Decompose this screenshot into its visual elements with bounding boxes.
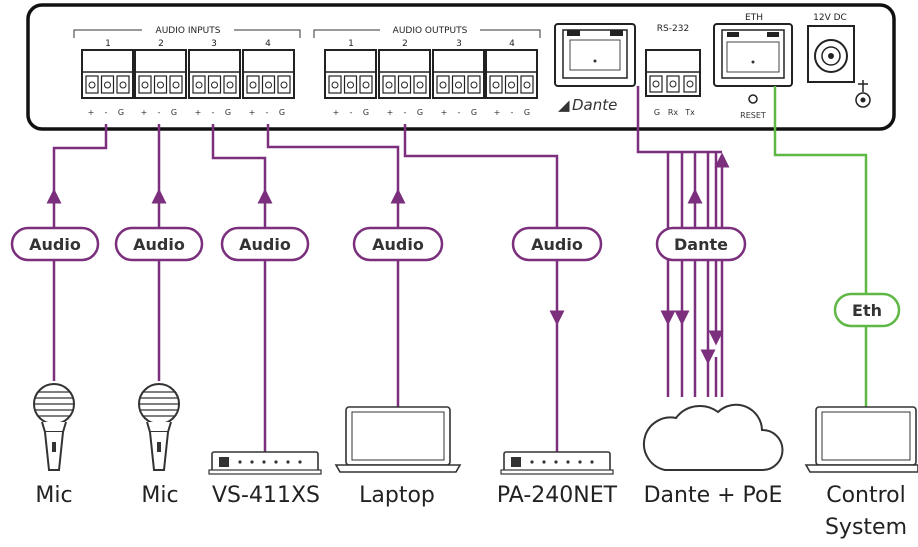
label-laptop: Laptop — [359, 483, 435, 508]
audio-output-terminal-2 — [378, 49, 431, 99]
svg-text:Rx: Rx — [668, 108, 679, 117]
device-rear-panel: AUDIO INPUTS AUDIO OUTPUTS 1 2 3 4 1 2 3… — [26, 3, 896, 131]
pill-eth: Eth — [833, 292, 901, 328]
svg-text:-: - — [458, 108, 461, 117]
dante-logo: ◢ Dante — [558, 96, 617, 114]
audio-input-terminal-1 — [81, 49, 134, 99]
audio-input-terminal-4 — [242, 49, 295, 99]
svg-text:G: G — [363, 108, 369, 117]
pill-audio-5: Audio — [511, 226, 603, 262]
svg-text:+: + — [141, 108, 148, 117]
input-number-2: 2 — [158, 39, 164, 49]
output-number-2: 2 — [402, 39, 408, 49]
pill-dante: Dante — [655, 226, 747, 262]
pill-audio-4: Audio — [352, 226, 444, 262]
audio-outputs-bracket: AUDIO OUTPUTS — [313, 26, 541, 38]
audio-output-terminal-4 — [485, 49, 538, 99]
svg-text:-: - — [404, 108, 407, 117]
svg-text:-: - — [266, 108, 269, 117]
audio-input-terminals — [81, 49, 295, 99]
input-number-4: 4 — [265, 39, 271, 49]
svg-text:Audio: Audio — [239, 235, 291, 254]
input-number-3: 3 — [211, 39, 217, 49]
pill-audio-1: Audio — [10, 226, 100, 262]
dante-logo-mark: ◢ — [558, 96, 570, 114]
pill-audio-3: Audio — [220, 226, 310, 262]
svg-text:G: G — [524, 108, 530, 117]
svg-text:G: G — [471, 108, 477, 117]
svg-text:G: G — [279, 108, 285, 117]
svg-text:-: - — [511, 108, 514, 117]
rs232-port: RS-232 G Rx Tx — [645, 24, 701, 117]
pill-audio-2: Audio — [114, 226, 204, 262]
svg-text:+: + — [494, 108, 501, 117]
svg-text:+: + — [88, 108, 95, 117]
input-number-1: 1 — [105, 39, 111, 49]
reset-label: RESET — [740, 111, 766, 120]
label-system: System — [825, 515, 907, 540]
pa240net-device-icon — [500, 451, 614, 475]
audio-input-terminal-3 — [188, 49, 241, 99]
audio-input-terminal-2 — [134, 49, 187, 99]
label-vs411xs: VS-411XS — [212, 483, 320, 508]
dante-logo-text: Dante — [572, 96, 617, 114]
svg-text:+: + — [333, 108, 340, 117]
svg-text:Tx: Tx — [684, 108, 695, 117]
audio-output-terminals — [324, 49, 538, 99]
svg-text:G: G — [417, 108, 423, 117]
label-pa240net: PA-240NET — [497, 483, 618, 508]
svg-text:-: - — [105, 108, 108, 117]
control-system-laptop-icon — [804, 406, 918, 473]
mic-2-icon — [138, 383, 180, 471]
dante-port — [554, 23, 636, 87]
laptop-icon — [334, 406, 462, 473]
svg-text:+: + — [195, 108, 202, 117]
audio-outputs-label: AUDIO OUTPUTS — [393, 26, 468, 36]
eth-label: ETH — [745, 13, 763, 23]
polarity-icon — [855, 80, 871, 108]
svg-text:-: - — [212, 108, 215, 117]
output-number-3: 3 — [456, 39, 462, 49]
label-control: Control — [826, 483, 906, 508]
output-number-1: 1 — [348, 39, 354, 49]
svg-text:Audio: Audio — [29, 235, 81, 254]
label-mic-1: Mic — [35, 483, 72, 508]
cloud-icon — [642, 403, 784, 471]
svg-text:Audio: Audio — [531, 235, 583, 254]
svg-text:G: G — [654, 108, 660, 117]
output-pin-labels: + - G + - G + - G + - G — [333, 108, 530, 117]
power-port: 12V DC — [807, 13, 871, 108]
audio-inputs-bracket: AUDIO INPUTS — [73, 26, 301, 38]
power-label: 12V DC — [813, 13, 847, 23]
vs411xs-device-icon — [208, 451, 322, 475]
mic-1-icon — [33, 383, 75, 471]
svg-text:Dante: Dante — [674, 235, 728, 254]
svg-text:Audio: Audio — [133, 235, 185, 254]
label-dante-poe: Dante + PoE — [644, 483, 783, 508]
svg-text:-: - — [350, 108, 353, 117]
audio-output-terminal-3 — [432, 49, 485, 99]
eth-wire — [773, 86, 868, 407]
svg-text:G: G — [225, 108, 231, 117]
label-mic-2: Mic — [141, 483, 178, 508]
svg-text:-: - — [158, 108, 161, 117]
audio-inputs-label: AUDIO INPUTS — [156, 26, 221, 36]
output-number-4: 4 — [509, 39, 515, 49]
svg-text:+: + — [249, 108, 256, 117]
svg-text:Eth: Eth — [852, 301, 882, 320]
svg-text:G: G — [118, 108, 124, 117]
svg-text:G: G — [171, 108, 177, 117]
reset-button-icon — [748, 94, 758, 104]
svg-text:Audio: Audio — [372, 235, 424, 254]
rs232-label: RS-232 — [657, 24, 689, 34]
eth-port: ETH RESET — [713, 13, 793, 120]
input-pin-labels: + - G + - G + - G + - G — [88, 108, 285, 117]
svg-text:+: + — [387, 108, 394, 117]
svg-text:+: + — [441, 108, 448, 117]
audio-output-terminal-1 — [324, 49, 377, 99]
